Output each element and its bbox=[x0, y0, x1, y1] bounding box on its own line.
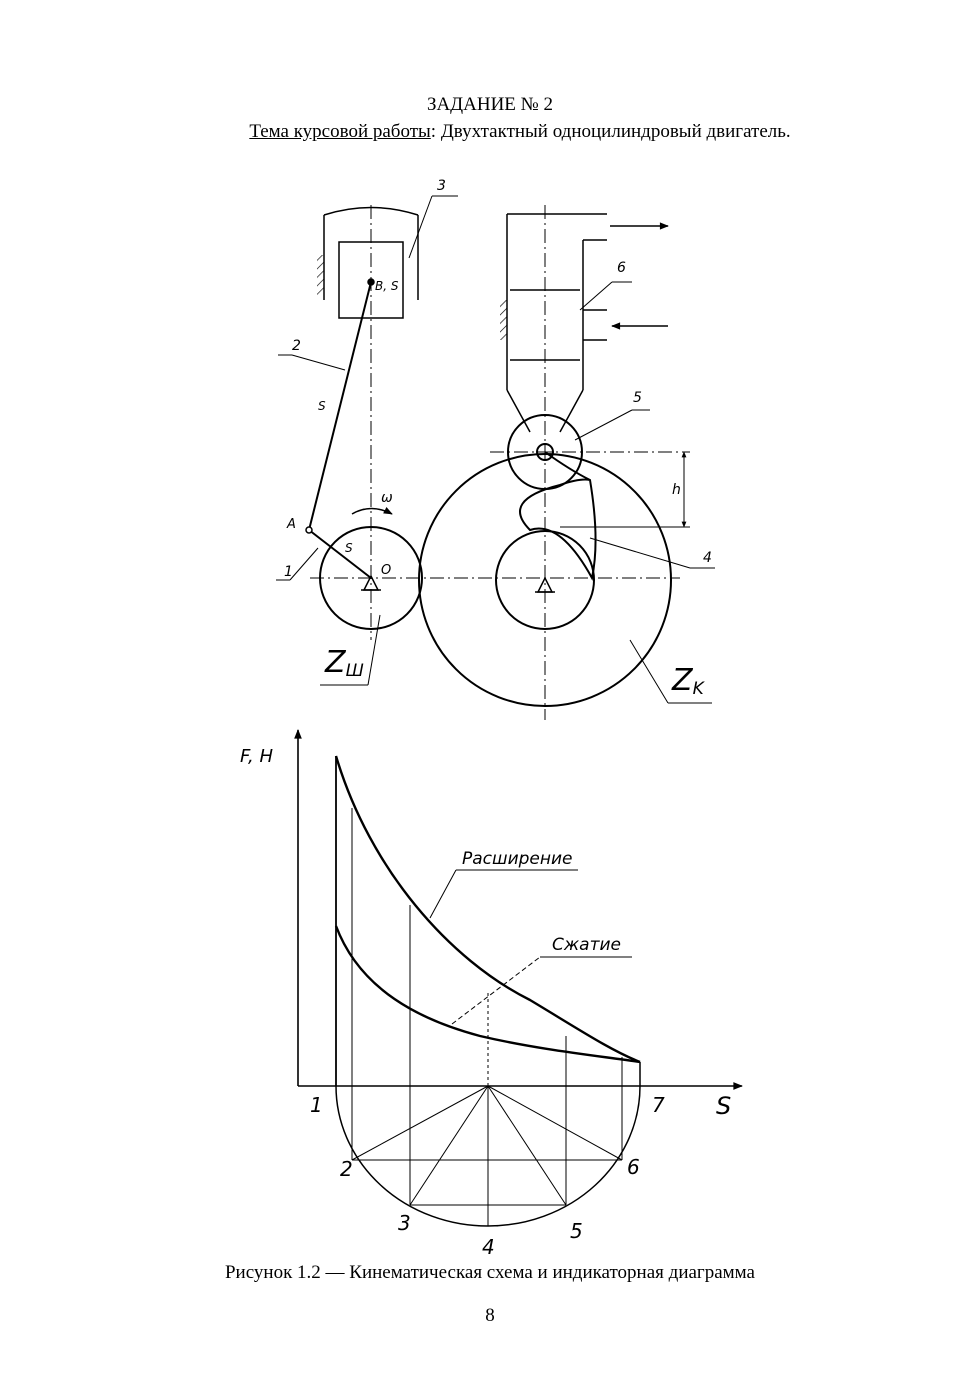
roller-pin bbox=[536, 443, 554, 461]
label-3: 3 bbox=[437, 178, 446, 194]
z-sh-sub: Ш bbox=[346, 661, 364, 681]
task-title: ЗАДАНИЕ № 2 bbox=[426, 94, 554, 115]
label-s1: S bbox=[345, 541, 353, 555]
label-2: 2 bbox=[292, 338, 301, 354]
topic-label: Тема курсовой работы bbox=[249, 121, 431, 142]
cam-hub bbox=[495, 530, 595, 630]
z-k-sub: K bbox=[693, 679, 706, 699]
pin-a bbox=[305, 526, 313, 534]
label-5: 5 bbox=[633, 390, 642, 406]
expansion-label: Расширение bbox=[462, 849, 573, 869]
point-5: 5 bbox=[570, 1219, 583, 1243]
label-a: A bbox=[286, 517, 296, 532]
label-s2: S bbox=[318, 399, 326, 413]
label-o: O bbox=[381, 563, 391, 578]
point-1: 1 bbox=[310, 1093, 323, 1117]
figure-caption: Рисунок 1.2 — Кинематическая схема и инд… bbox=[224, 1262, 755, 1283]
label-4: 4 bbox=[703, 550, 712, 566]
expansion-curve bbox=[334, 755, 641, 1064]
label-6: 6 bbox=[617, 260, 626, 276]
y-axis-label: F, H bbox=[240, 746, 273, 767]
piston bbox=[338, 241, 404, 319]
indicator-diagram bbox=[294, 729, 743, 1227]
z-sh-main: Z bbox=[324, 645, 347, 680]
connecting-rod bbox=[308, 281, 372, 531]
page-number: 8 bbox=[485, 1305, 495, 1326]
label-h: h bbox=[672, 482, 681, 498]
label-z-k: ZK bbox=[671, 663, 706, 699]
point-6: 6 bbox=[627, 1155, 640, 1179]
topic-text: Двухтактный одноцилиндровый двигатель. bbox=[436, 121, 791, 142]
label-1: 1 bbox=[284, 564, 293, 580]
omega-arrow bbox=[351, 507, 393, 515]
z-k-main: Z bbox=[671, 663, 694, 698]
diagram-labels: F, H S Расширение Сжатие 1 2 3 4 5 6 7 bbox=[240, 746, 731, 1259]
point-7: 7 bbox=[652, 1093, 665, 1117]
left-cylinder bbox=[317, 205, 419, 640]
scheme-labels: 3 2 S B, S ω A S O 1 ZШ 6 5 h 4 ZK bbox=[284, 178, 712, 699]
topic-separator: : bbox=[430, 121, 437, 142]
label-b: B, S bbox=[375, 279, 399, 293]
kinematic-scheme bbox=[276, 195, 715, 720]
crank bbox=[308, 529, 372, 579]
point-2: 2 bbox=[340, 1157, 353, 1181]
topic-line: Тема курсовой работы: Двухтактный одноци… bbox=[0, 121, 980, 143]
point-3: 3 bbox=[398, 1211, 411, 1235]
radial-lines bbox=[351, 1085, 623, 1227]
ordinates bbox=[335, 756, 641, 1205]
point-4: 4 bbox=[482, 1235, 495, 1259]
x-axis-label: S bbox=[716, 1092, 731, 1120]
label-omega: ω bbox=[381, 490, 393, 506]
compression-label: Сжатие bbox=[552, 935, 621, 955]
compression-curve bbox=[334, 925, 641, 1064]
cam-profile bbox=[519, 451, 597, 581]
label-z-sh: ZШ bbox=[324, 645, 364, 681]
right-cylinder bbox=[500, 213, 669, 433]
